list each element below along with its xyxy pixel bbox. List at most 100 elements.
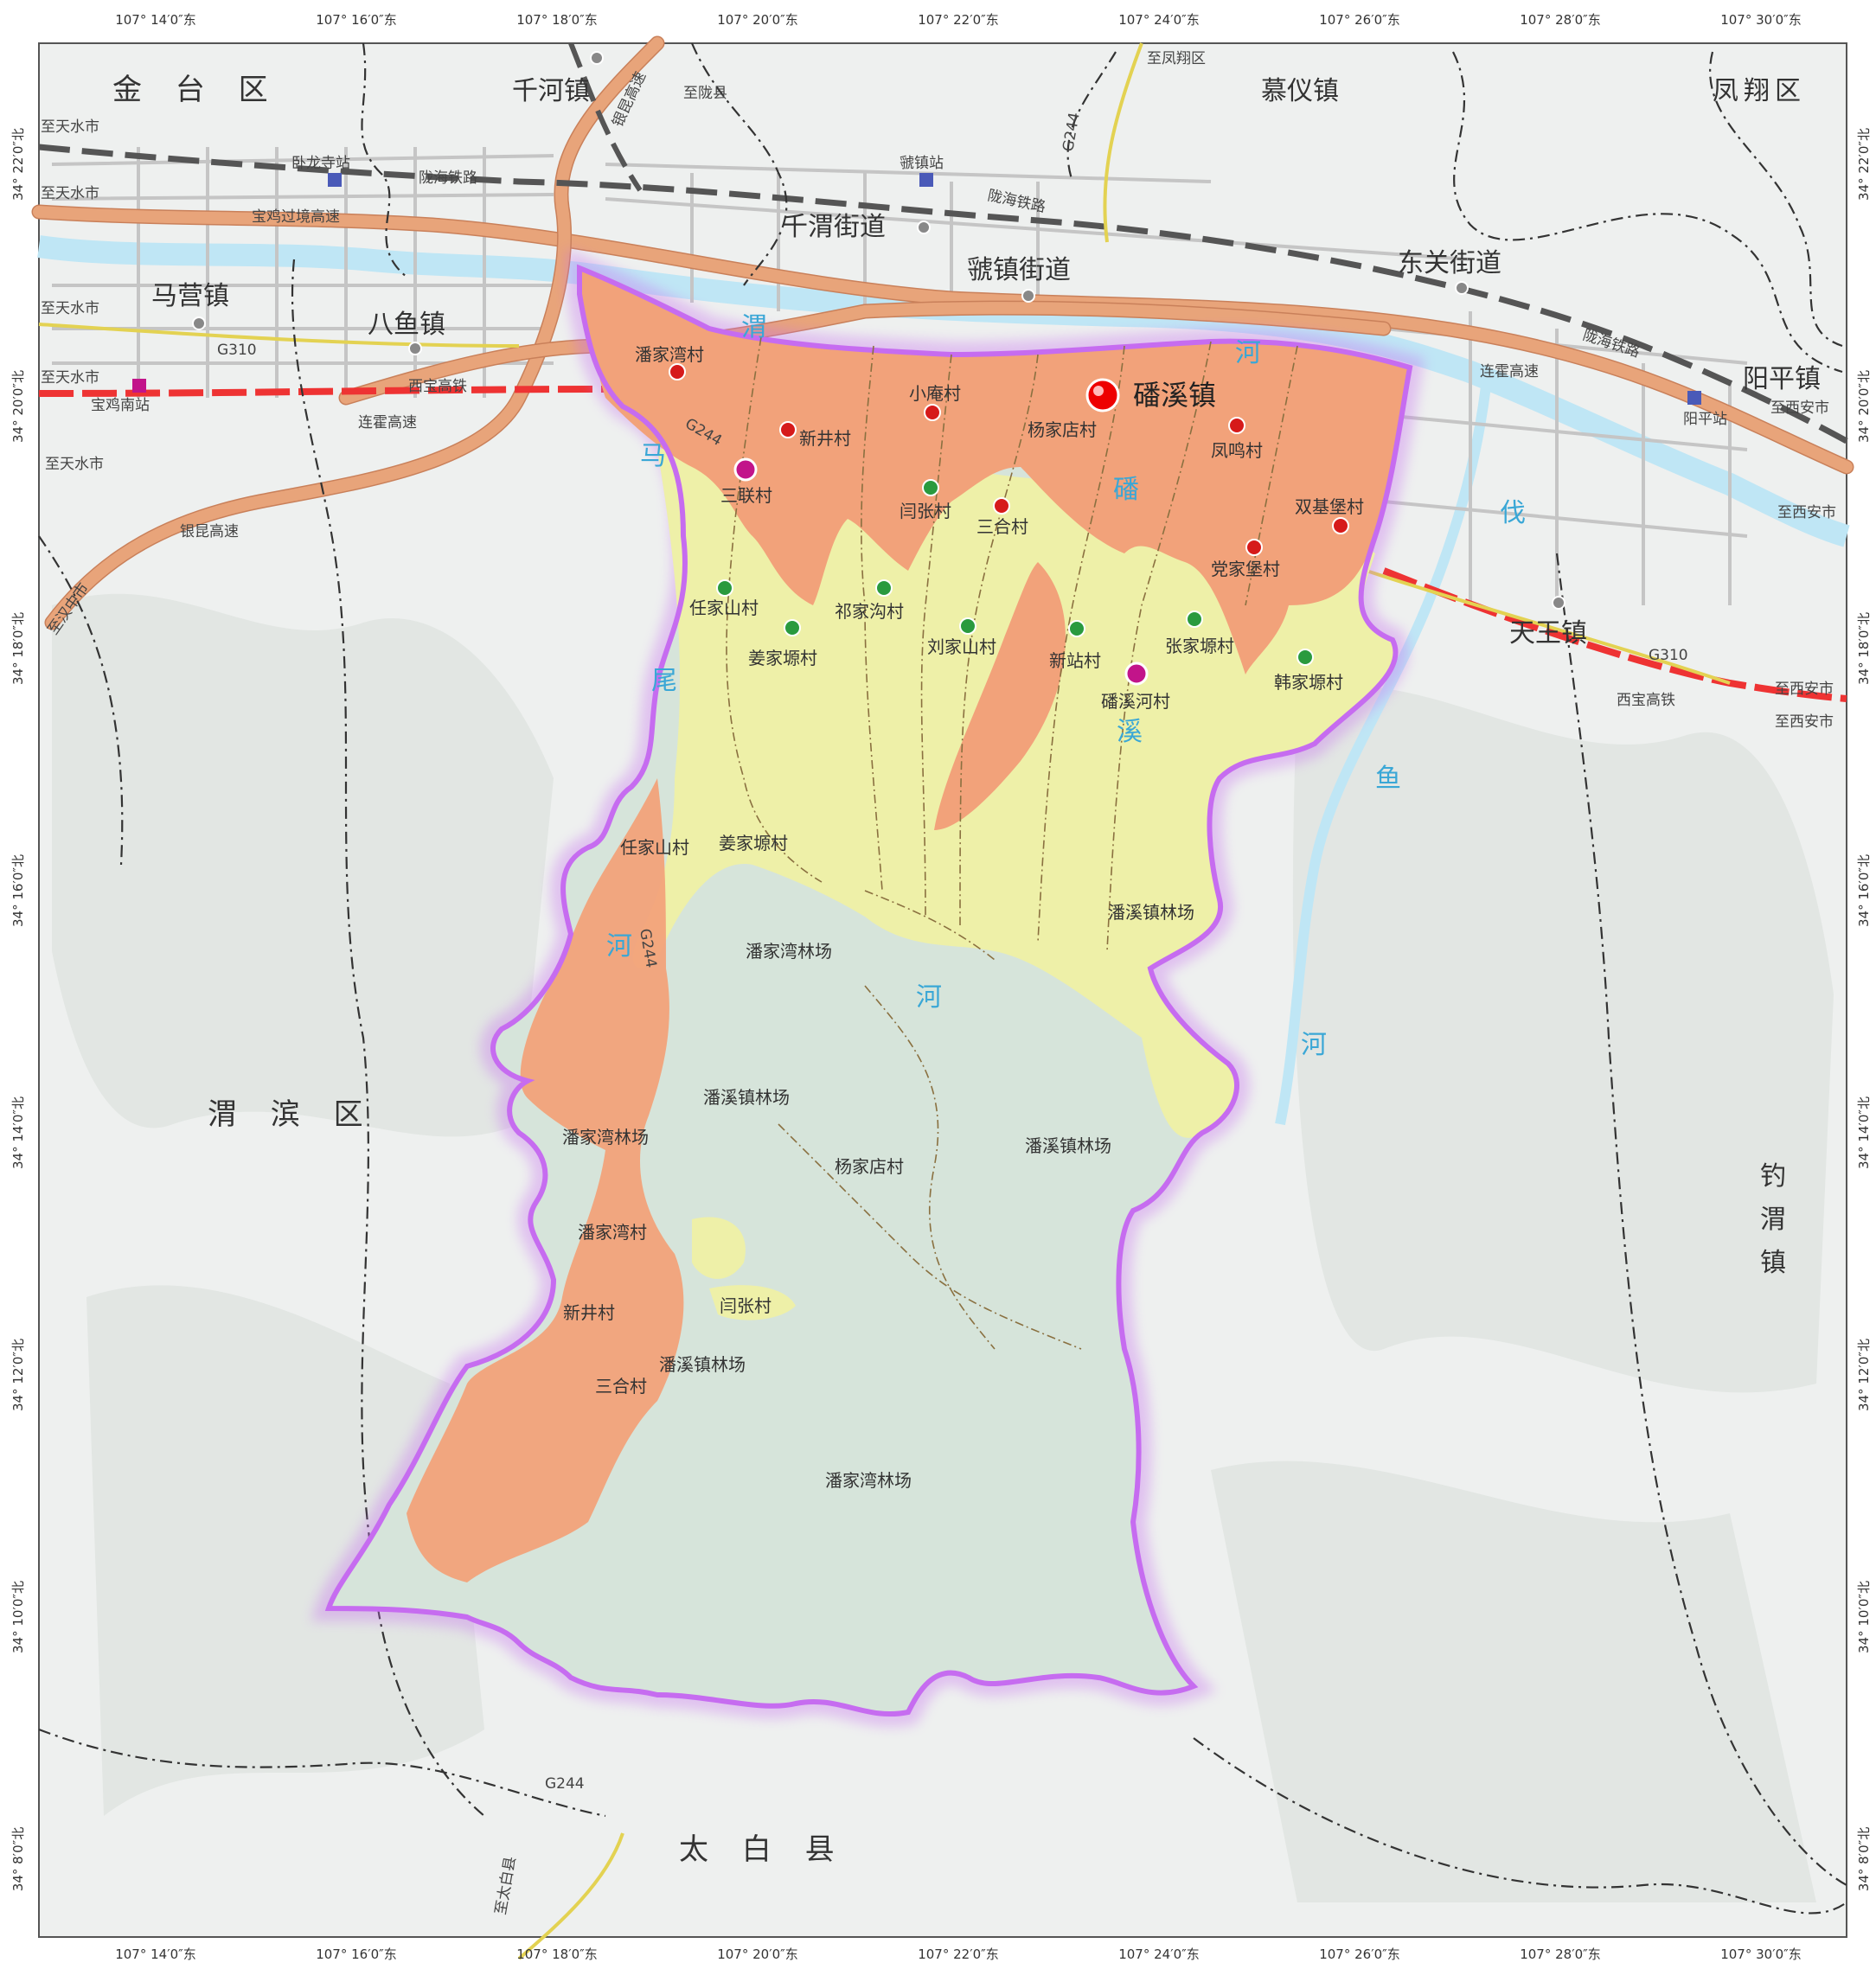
region-label: 凤翔区: [1713, 76, 1806, 106]
region-label-vertical: 镇: [1760, 1248, 1786, 1278]
township-seat: 磻溪镇: [1085, 378, 1216, 412]
terrain-shading: [52, 593, 1834, 1902]
graticule-right: 34° 22′0″北 34° 20′0″北 34° 18′0″北 34° 16′…: [1856, 128, 1872, 1891]
destination-label: 至天水市: [41, 118, 99, 136]
tick-right: 34° 10′0″北: [1856, 1581, 1872, 1653]
river-label: 河: [916, 982, 942, 1013]
railway-label: 陇海铁路: [419, 169, 477, 187]
tick-top: 107° 22′0″东: [918, 12, 999, 28]
tick-top: 107° 20′0″东: [717, 12, 798, 28]
road-label: 连霍高速: [358, 414, 417, 432]
village-marker-red: [1332, 517, 1349, 534]
village-label: 新井村: [799, 428, 851, 449]
enclave-label: 潘溪镇林场: [703, 1087, 790, 1108]
region-label: 马营镇: [151, 281, 229, 311]
railway-label: 西宝高铁: [1617, 692, 1675, 709]
village-label: 磻溪河村: [1101, 691, 1170, 712]
village-markers: [669, 363, 1349, 686]
village-marker-green: [1068, 620, 1085, 637]
urban-strip: [934, 562, 1066, 830]
town-seat-highlight: [1093, 386, 1104, 396]
station-label: 虢镇站: [900, 155, 944, 172]
tick-bottom: 107° 24′0″东: [1118, 1947, 1200, 1962]
enclave-label: 杨家店村: [835, 1156, 904, 1177]
tick-top: 107° 26′0″东: [1319, 12, 1400, 28]
tick-top: 107° 18′0″东: [516, 12, 598, 28]
destination-label: 至天水市: [45, 456, 104, 473]
village-label: 双基堡村: [1295, 496, 1364, 517]
tick-left: 34° 16′0″北: [10, 854, 26, 927]
station-icon: [132, 379, 146, 393]
village-label: 三联村: [720, 485, 772, 506]
tick-right: 34° 22′0″北: [1856, 128, 1872, 201]
village-label: 新站村: [1049, 650, 1101, 671]
road-label: G310: [217, 342, 257, 359]
township-border: [324, 264, 1413, 1717]
river-labels: 渭 河 马 尾 河 磻 溪 河 伐 鱼 河: [606, 312, 1526, 1060]
village-label: 潘家湾村: [635, 344, 704, 365]
tick-right: 34° 20′0″北: [1856, 370, 1872, 443]
village-marker-red: [1228, 417, 1245, 434]
destination-label: 至天水市: [41, 185, 99, 202]
river-label: 溪: [1117, 717, 1143, 747]
station-label: 阳平站: [1683, 411, 1727, 428]
rural-enclave: [692, 1217, 796, 1320]
village-marker-green: [1186, 611, 1203, 628]
village-marker-red: [669, 363, 686, 380]
urban-west-strip: [407, 778, 684, 1582]
village-label: 韩家塬村: [1274, 672, 1343, 693]
village-marker-magenta: [733, 457, 758, 482]
tick-bottom: 107° 22′0″东: [918, 1947, 999, 1962]
enclave-label: 三合村: [595, 1376, 647, 1397]
village-label: 党家堡村: [1211, 559, 1280, 579]
railway-label: 西宝高铁: [408, 378, 467, 395]
station-icon: [328, 173, 342, 187]
village-label: 凤鸣村: [1211, 440, 1263, 461]
region-label: 八鱼镇: [368, 310, 445, 340]
tick-left: 34° 18′0″北: [10, 612, 26, 685]
river-label: 河: [606, 931, 632, 962]
village-marker-green: [784, 619, 801, 636]
station-label: 卧龙寺站: [291, 155, 350, 172]
river-label: 伐: [1500, 498, 1526, 528]
enclave-label: 新井村: [563, 1302, 615, 1323]
region-label: 虢镇街道: [967, 255, 1071, 285]
tick-left: 34° 22′0″北: [10, 128, 26, 201]
enclave-label: 姜家塬村: [719, 833, 788, 853]
region-label: 金 台 区: [112, 73, 280, 107]
river-label: 磻: [1113, 475, 1139, 505]
enclave-label: 闫张村: [720, 1295, 772, 1316]
village-label: 任家山村: [689, 598, 759, 618]
enclave-label: 潘溪镇林场: [1108, 902, 1194, 923]
region-label: 阳平镇: [1743, 364, 1821, 394]
national-roads: [38, 42, 1731, 1960]
expressways: [31, 35, 1854, 630]
settlement-icon: [408, 342, 422, 355]
destination-label: 至西安市: [1775, 681, 1834, 698]
urban-zone: [579, 268, 1410, 674]
tick-bottom: 107° 28′0″东: [1520, 1947, 1601, 1962]
admin-boundaries: [38, 42, 1847, 1915]
tick-left: 34° 20′0″北: [10, 370, 26, 443]
village-labels: 潘家湾村 新井村 小庵村 杨家店村 凤鸣村 双基堡村 三联村 闫张村 三合村 党…: [635, 344, 1364, 712]
enclave-label: 潘家湾林场: [825, 1470, 912, 1491]
village-label: 祁家沟村: [835, 601, 904, 622]
river-label: 河: [1235, 338, 1261, 368]
town-name: 磻溪镇: [1133, 379, 1216, 412]
tick-bottom: 107° 18′0″东: [516, 1947, 598, 1962]
tick-right: 34° 16′0″北: [1856, 854, 1872, 927]
village-divisions: [726, 336, 1298, 1350]
settlement-icon: [192, 316, 206, 330]
station-icon: [919, 173, 933, 187]
settlement-markers: [192, 51, 1565, 610]
destination-label: 至凤翔区: [1147, 50, 1206, 67]
village-label: 杨家店村: [1028, 419, 1097, 440]
tick-bottom: 107° 26′0″东: [1319, 1947, 1400, 1962]
destination-label: 至天水市: [41, 300, 99, 317]
destination-label: 至陇县: [683, 85, 727, 102]
tick-left: 34° 10′0″北: [10, 1581, 26, 1653]
tick-bottom: 107° 20′0″东: [717, 1947, 798, 1962]
enclave-labels: 任家山村 姜家塬村 潘溪镇林场 潘家湾林场 潘溪镇林场 潘家湾林场 杨家店村 潘…: [562, 833, 1194, 1491]
village-label: 三合村: [976, 516, 1028, 537]
